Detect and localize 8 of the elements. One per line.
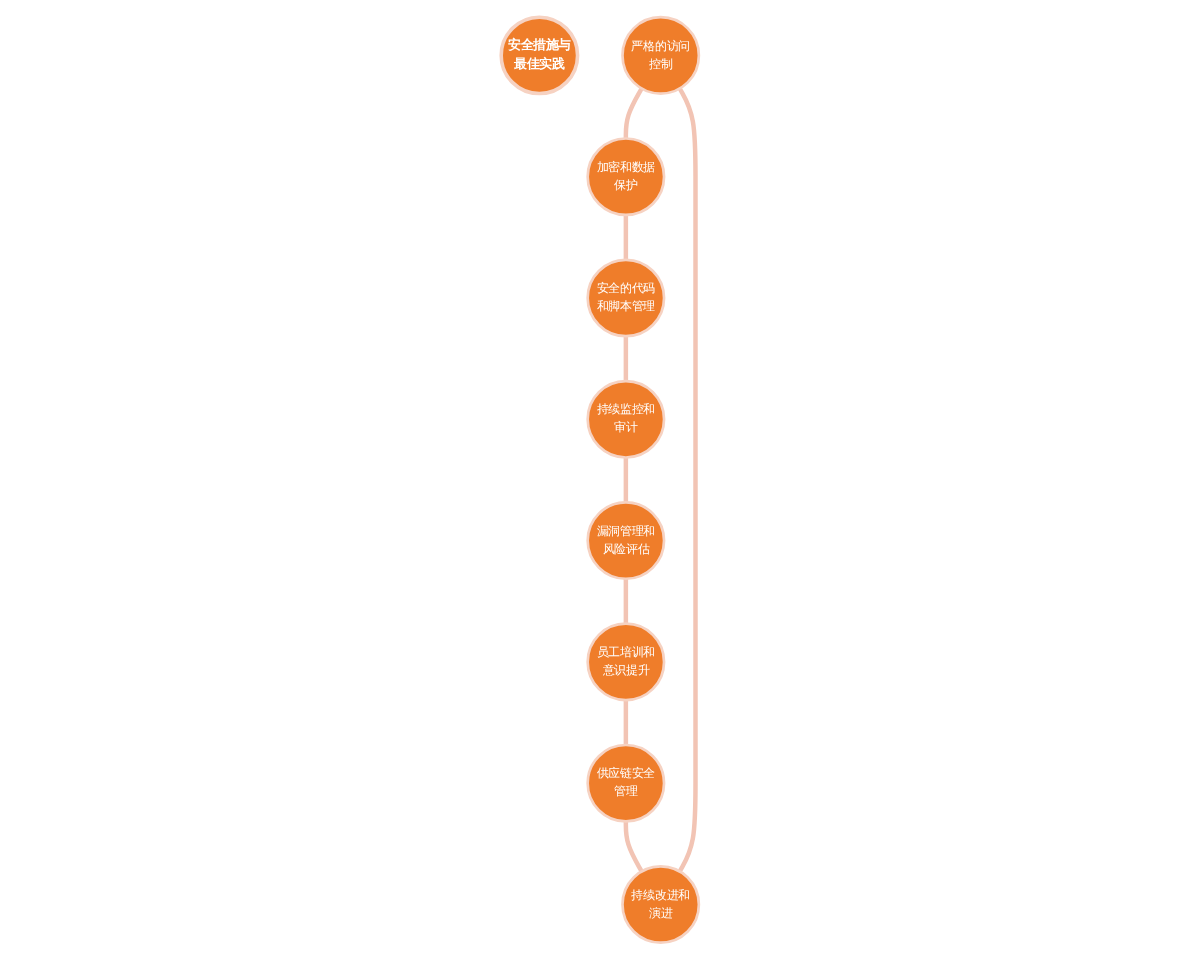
connector [623,87,644,139]
connector [623,700,629,746]
connector [623,457,629,503]
connector [677,87,698,873]
connector [623,821,644,873]
connector [623,336,629,382]
connector [623,578,629,624]
connector [623,214,629,260]
